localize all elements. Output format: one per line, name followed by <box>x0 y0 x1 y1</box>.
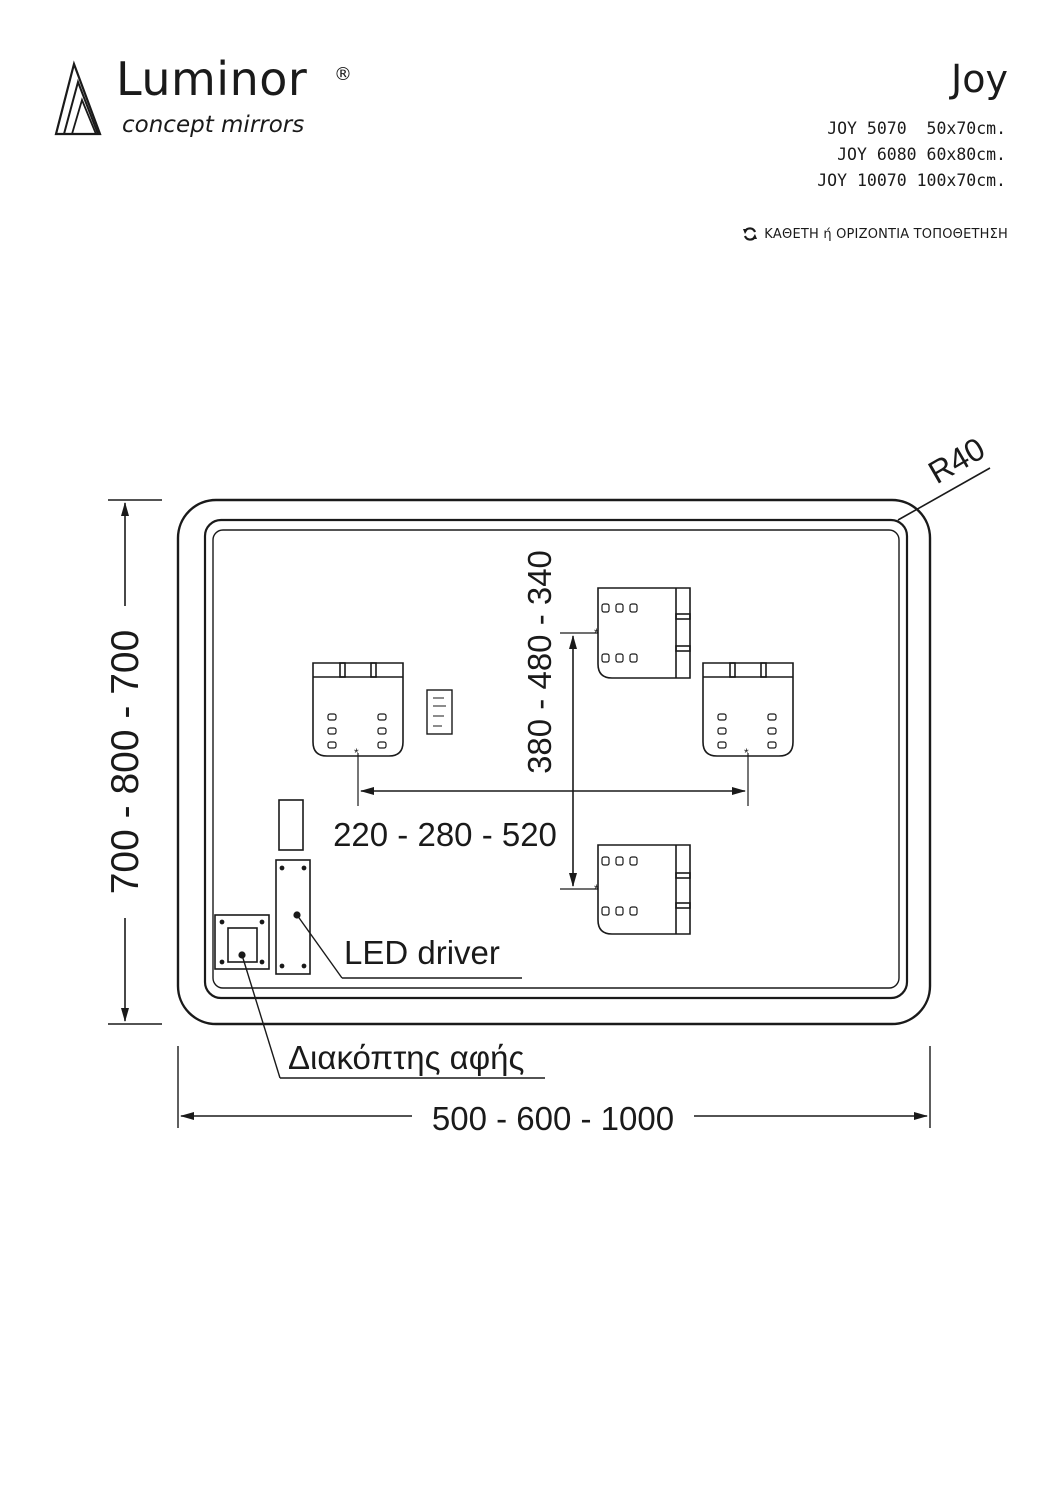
brand-logo: Luminor ® concept mirrors <box>52 56 372 150</box>
mounting-bracket-right <box>702 662 794 757</box>
mounting-bracket-left <box>312 662 404 757</box>
variant-item: JOY 10070 100x70cm. <box>817 171 1006 190</box>
variant-item: JOY 6080 60x80cm. <box>837 145 1006 164</box>
registered-mark: ® <box>334 64 352 85</box>
mounting-bracket-top <box>597 587 691 679</box>
led-driver-leader <box>296 914 343 979</box>
corner-radius-label: R40 <box>922 430 991 491</box>
center-mark: * <box>354 746 359 760</box>
nested-triangles-icon <box>54 60 102 136</box>
mirror-inner-frame <box>212 529 900 989</box>
radius-leader <box>897 467 991 521</box>
brand-tagline: concept mirrors <box>122 112 305 138</box>
led-driver-label: LED driver <box>344 934 500 971</box>
center-mark: * <box>594 882 599 896</box>
touch-switch-unit <box>214 914 270 970</box>
variant-list: JOY 5070 50x70cm. JOY 6080 60x80cm. JOY … <box>817 116 1006 194</box>
center-mark: * <box>594 626 599 640</box>
certification-label-module <box>426 689 453 735</box>
product-title: Joy <box>951 57 1008 101</box>
rotate-arrows-icon <box>743 227 758 241</box>
mounting-bracket-bottom <box>597 844 691 935</box>
variant-item: JOY 5070 50x70cm. <box>827 119 1006 138</box>
height-dimension-label: 700 - 800 - 700 <box>104 630 147 895</box>
touch-switch-leader <box>241 954 281 1079</box>
mounting-note: ΚΑΘΕΤΗ ή ΟΡΙΖΟΝΤΙΑ ΤΟΠΟΘΕΤΗΣΗ <box>742 226 1008 242</box>
led-driver-unit <box>275 799 311 975</box>
mounting-note-text: ΚΑΘΕΤΗ ή ΟΡΙΖΟΝΤΙΑ ΤΟΠΟΘΕΤΗΣΗ <box>764 226 1008 242</box>
mirror-led-frame <box>203 518 909 1000</box>
center-mark: * <box>744 746 749 760</box>
mirror-outer-edge <box>176 498 932 1026</box>
vertical-spacing-label: 380 - 480 - 340 <box>521 550 558 774</box>
horizontal-spacing-label: 220 - 280 - 520 <box>333 816 557 853</box>
brand-name: Luminor <box>116 52 308 106</box>
touch-switch-label: Διακόπτης αφής <box>288 1039 524 1076</box>
width-dimension-label: 500 - 600 - 1000 <box>432 1100 674 1137</box>
